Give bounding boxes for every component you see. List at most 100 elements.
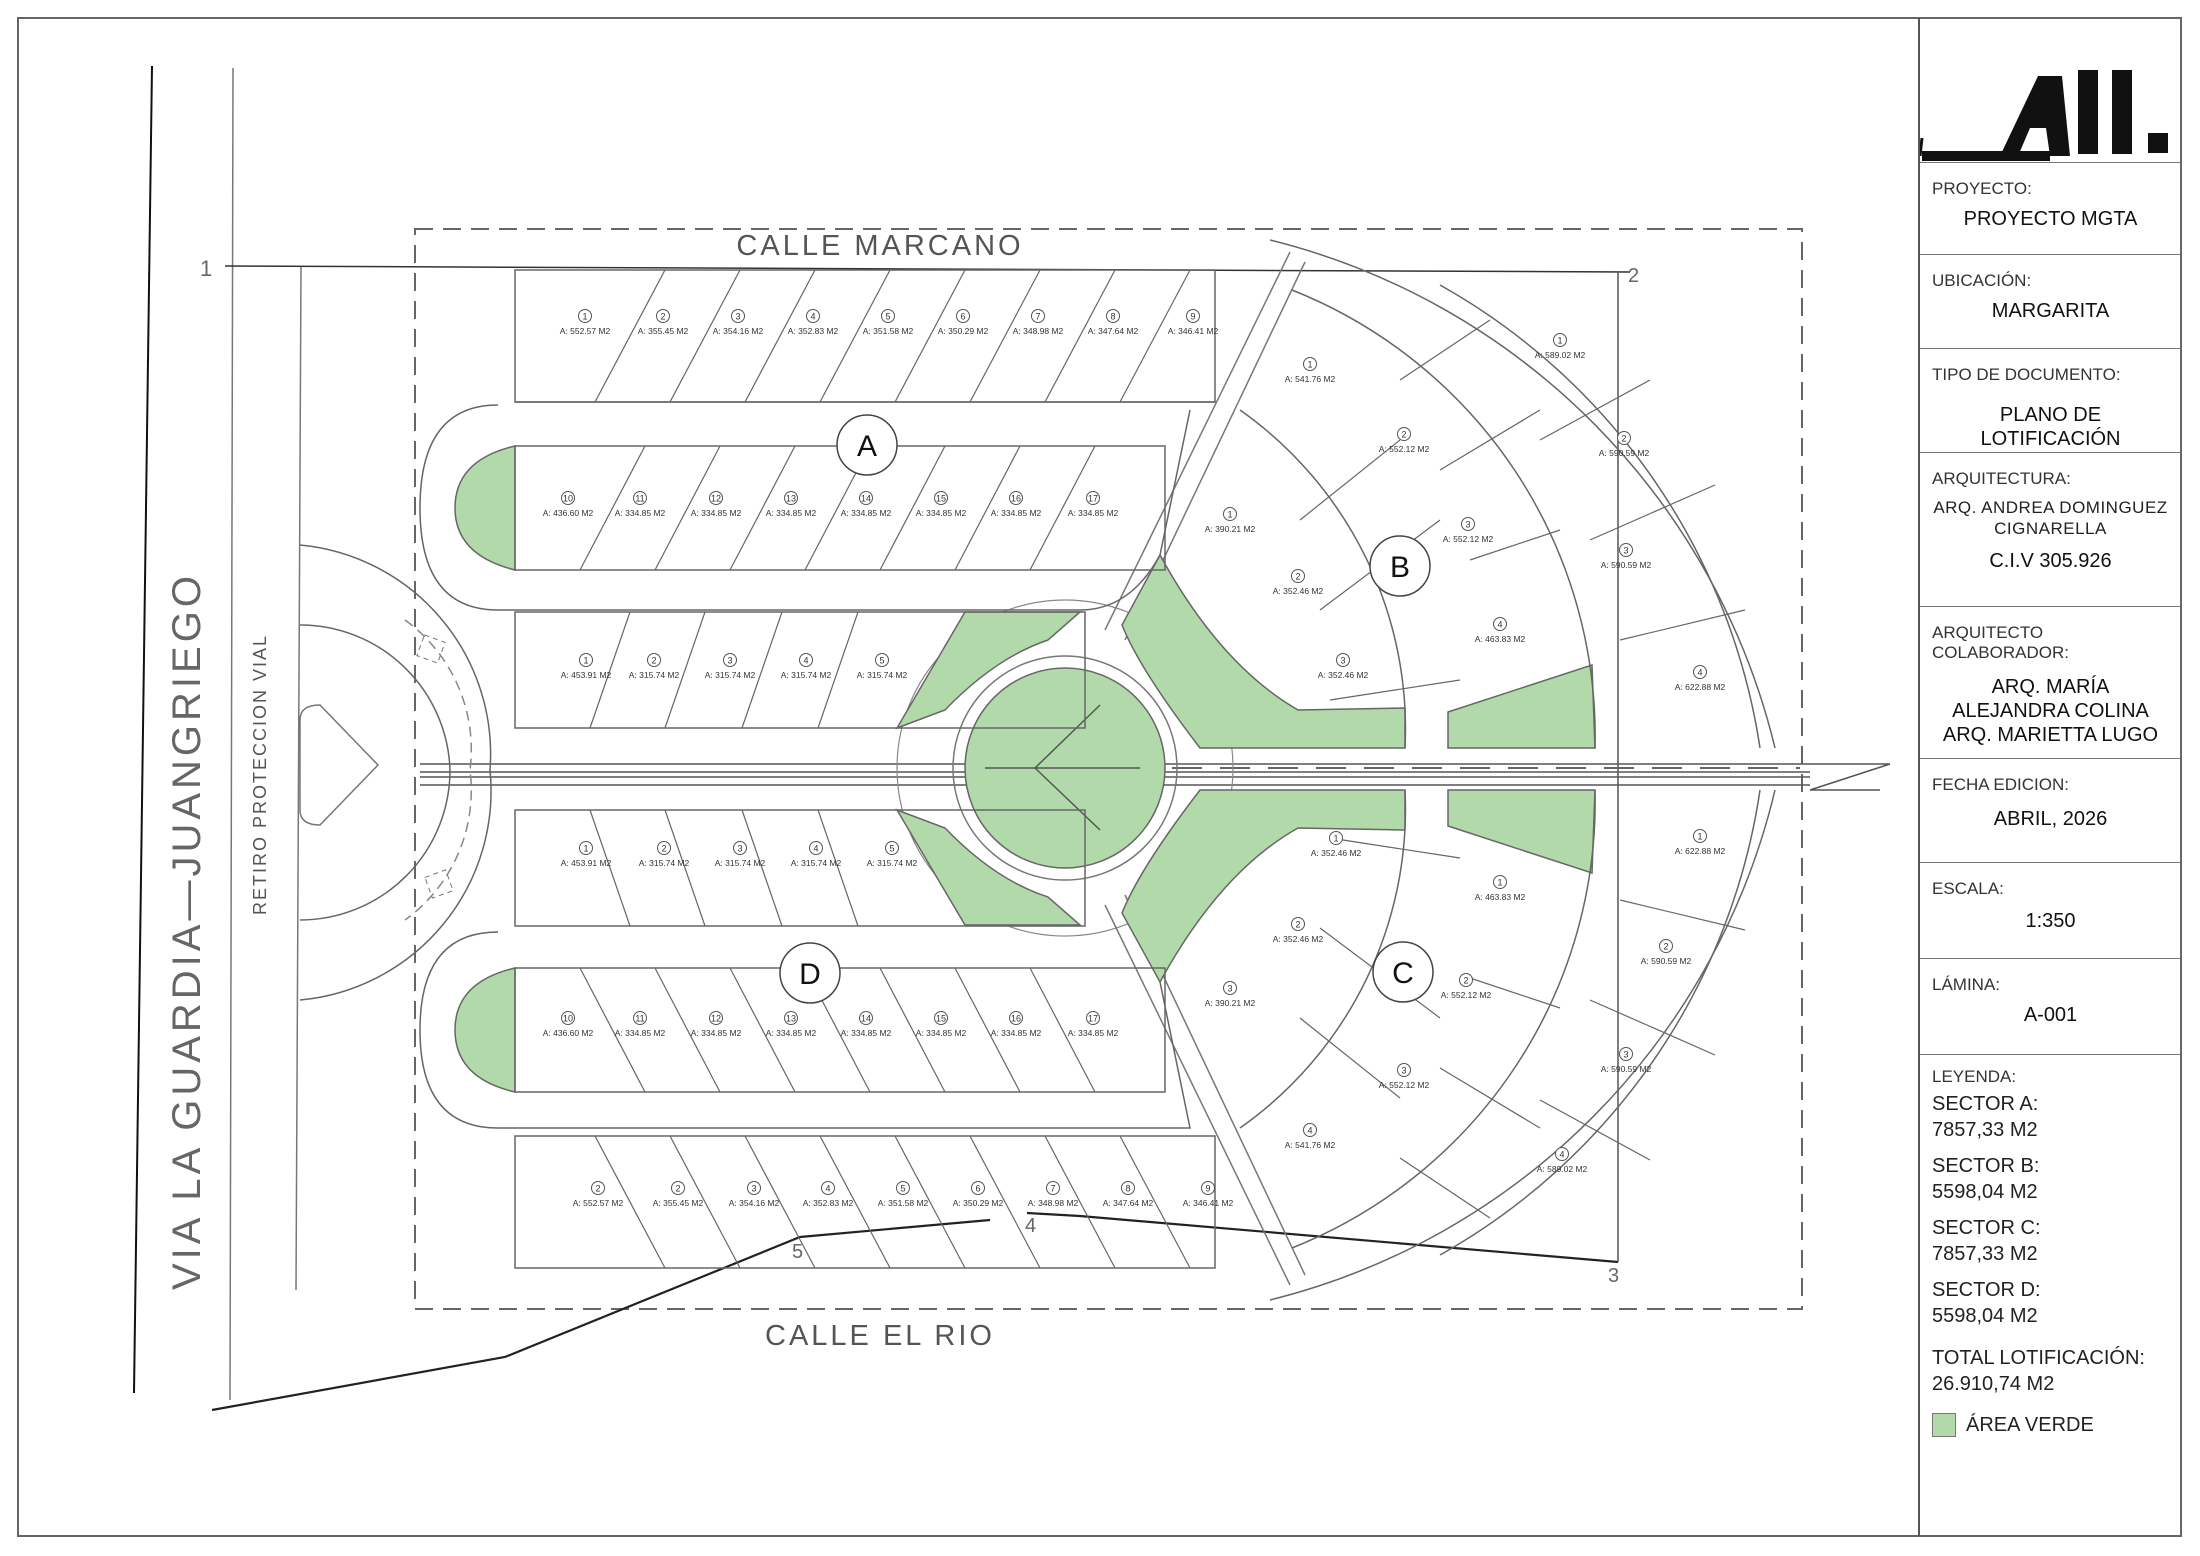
lot-number-ring	[578, 309, 592, 323]
lot-area: A: 334.85 M2	[691, 1028, 742, 1038]
road-line	[229, 67, 234, 1401]
lot-area: A: 352.83 M2	[788, 326, 839, 336]
lot-number: 4	[825, 1184, 830, 1194]
vertex-3: 3	[1608, 1265, 1619, 1287]
lot-number-ring	[733, 841, 747, 855]
lot-number: 1	[1333, 834, 1338, 844]
lot-number-ring	[859, 1011, 873, 1025]
tipo-label: TIPO DE DOCUMENTO:	[1932, 365, 2121, 384]
sector-b-area: SECTOR B:5598,04 M2	[1932, 1155, 2040, 1203]
tipo-value: PLANO DE LOTIFICACIÓN	[1980, 404, 2121, 450]
lot-area: A: 315.74 M2	[867, 858, 918, 868]
lot-number: 3	[1623, 546, 1628, 556]
leyenda-block: LEYENDA: SECTOR A:7857,33 M2 SECTOR B:55…	[1920, 1055, 2181, 1437]
lot-number: 15	[936, 1014, 946, 1024]
lot-area: A: 315.74 M2	[629, 670, 680, 680]
lot-number: 4	[1559, 1150, 1564, 1160]
lot-area: A: 348.98 M2	[1028, 1198, 1079, 1208]
lot-number: 6	[975, 1184, 980, 1194]
setback-label: RETIRO PROTECCION VIAL	[250, 634, 270, 915]
lot-area: A: 334.85 M2	[1068, 508, 1119, 518]
lot-number: 2	[660, 312, 665, 322]
lot-number: 2	[1295, 572, 1300, 582]
lot-number: 6	[960, 312, 965, 322]
lot-number-ring	[656, 309, 670, 323]
lot-area: A: 552.57 M2	[560, 326, 611, 336]
lot-number-ring	[1291, 569, 1305, 583]
lot-number: 5	[885, 312, 890, 322]
colaborador-2: ARQ. MARIETTA LUGO	[1942, 724, 2159, 746]
lot-area: A: 552.12 M2	[1379, 444, 1430, 454]
proyecto-label: PROYECTO:	[1932, 179, 2032, 198]
lot-number: 13	[786, 494, 796, 504]
lot-area: A: 334.85 M2	[615, 1028, 666, 1038]
lot-number: 4	[810, 312, 815, 322]
lamina-label: LÁMINA:	[1932, 975, 2001, 994]
lot-number-ring	[1461, 517, 1475, 531]
lot-number: 9	[1205, 1184, 1210, 1194]
lot-number: 16	[1011, 494, 1021, 504]
lot-number: 2	[661, 844, 666, 854]
lot-number-ring	[1186, 309, 1200, 323]
lot-area: A: 334.85 M2	[916, 1028, 967, 1038]
lot-number-ring	[1459, 973, 1473, 987]
lot-number-ring	[1693, 829, 1707, 843]
lot-area: A: 590.59 M2	[1641, 956, 1692, 966]
lot-number: 2	[675, 1184, 680, 1194]
setback-line	[295, 265, 302, 1291]
lot-area: A: 352.46 M2	[1273, 586, 1324, 596]
lot-area: A: 334.85 M2	[766, 1028, 817, 1038]
lot-number: 2	[595, 1184, 600, 1194]
lot-area: A: 352.46 M2	[1318, 670, 1369, 680]
lot-number: 4	[1697, 668, 1702, 678]
lot-number: 5	[900, 1184, 905, 1194]
lot-number-ring	[1106, 309, 1120, 323]
lot-number-ring	[1493, 875, 1507, 889]
lot-number-ring	[1121, 1181, 1135, 1195]
escala-block: ESCALA: 1:350	[1920, 863, 2181, 959]
lot-number: 3	[737, 844, 742, 854]
lot-number-ring	[1555, 1147, 1569, 1161]
lot-number-ring	[1659, 939, 1673, 953]
lot-area: A: 334.85 M2	[615, 508, 666, 518]
lot-number-ring	[671, 1181, 685, 1195]
lot-number-ring	[579, 653, 593, 667]
lot-area: A: 436.60 M2	[543, 508, 594, 518]
lot-area: A: 622.88 M2	[1675, 682, 1726, 692]
lot-number: 11	[635, 494, 644, 504]
lot-area: A: 589.02 M2	[1537, 1164, 1588, 1174]
vertex-1: 1	[200, 256, 212, 281]
lot-area: A: 351.58 M2	[863, 326, 914, 336]
lot-number-ring	[956, 309, 970, 323]
lot-area: A: 541.76 M2	[1285, 374, 1336, 384]
tipo-block: TIPO DE DOCUMENTO: PLANO DE LOTIFICACIÓN	[1920, 349, 2181, 453]
lot-number-ring	[1086, 1011, 1100, 1025]
lot-number: 2	[1621, 434, 1626, 444]
lot-number: 1	[1227, 510, 1232, 520]
lot-area: A: 334.85 M2	[841, 1028, 892, 1038]
road-left-label: VIA LA GUARDIA—JUANGRIEGO	[165, 572, 209, 1290]
lot-number-ring	[633, 491, 647, 505]
lot-number: 17	[1088, 1014, 1098, 1024]
lot-area: A: 390.21 M2	[1205, 998, 1256, 1008]
lot-number: 1	[583, 844, 588, 854]
lot-area: A: 541.76 M2	[1285, 1140, 1336, 1150]
arquitectura-label: ARQUITECTURA:	[1932, 469, 2071, 488]
lot-area: A: 315.74 M2	[781, 670, 832, 680]
lot-number-ring	[1223, 981, 1237, 995]
lot-number: 8	[1125, 1184, 1130, 1194]
lot-number: 5	[879, 656, 884, 666]
lot-area: A: 334.85 M2	[691, 508, 742, 518]
lot-area: A: 463.83 M2	[1475, 892, 1526, 902]
lot-number-ring	[896, 1181, 910, 1195]
lot-number: 3	[1340, 656, 1345, 666]
lot-number: 16	[1011, 1014, 1021, 1024]
lot-area: A: 590.59 M2	[1601, 1064, 1652, 1074]
ubicacion-block: UBICACIÓN: MARGARITA	[1920, 255, 2181, 349]
lot-area: A: 350.29 M2	[938, 326, 989, 336]
lot-number-ring	[1303, 357, 1317, 371]
lot-blocks	[419, 239, 1776, 1301]
lot-number: 10	[563, 494, 573, 504]
